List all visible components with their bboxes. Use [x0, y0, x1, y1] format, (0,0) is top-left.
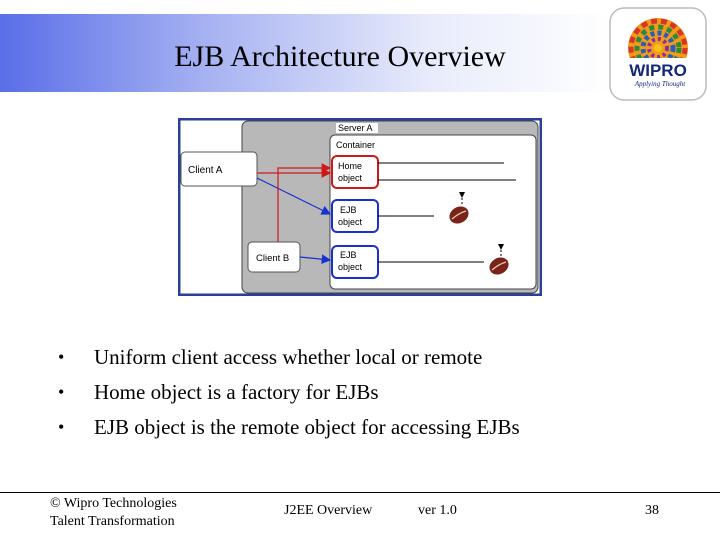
home-object-line2: object	[338, 173, 363, 183]
bullet-item: • EJB object is the remote object for acc…	[58, 410, 520, 445]
bullet-text: EJB object is the remote object for acce…	[94, 415, 520, 439]
bullet-text: Uniform client access whether local or r…	[94, 345, 483, 369]
bullet-dot-icon: •	[58, 417, 65, 437]
ejb-object-2-line2: object	[338, 262, 363, 272]
client-b-label: Client B	[256, 253, 289, 264]
client-a-label: Client A	[188, 165, 223, 176]
footer-copyright: © Wipro Technologies	[50, 496, 177, 511]
server-label: Server A	[338, 123, 373, 133]
bullet-text: Home object is a factory for EJBs	[94, 380, 379, 404]
ejb-object-2-line1: EJB	[340, 250, 357, 260]
footer-tagline: Talent Transformation	[50, 514, 175, 529]
client-a-box	[180, 151, 258, 187]
architecture-diagram: Server A Container Client A Client B Hom…	[177, 117, 543, 297]
bullet-item: • Uniform client access whether local or …	[58, 340, 520, 375]
title-band	[0, 14, 612, 92]
client-a-ejb-arrow	[256, 177, 332, 215]
home-object-line1: Home	[338, 161, 362, 171]
logo-tagline: Applying Thought	[634, 80, 686, 88]
footer-course: J2EE Overview	[284, 503, 373, 518]
container-label: Container	[336, 140, 375, 150]
bean-icon	[489, 244, 509, 275]
bullet-dot-icon: •	[58, 382, 65, 402]
client-b-home-arrow	[277, 163, 332, 242]
home-object-box	[331, 155, 379, 189]
page-number: 38	[645, 503, 659, 518]
bullet-list: • Uniform client access whether local or …	[58, 340, 520, 445]
ejb-object-1-line1: EJB	[340, 205, 357, 215]
ejb-object-1-line2: object	[338, 217, 363, 227]
bean-icon	[449, 192, 469, 224]
wipro-logo: WIPRO Applying Thought	[608, 6, 708, 102]
bullet-dot-icon: •	[58, 347, 65, 367]
logo-name: WIPRO	[629, 61, 687, 80]
footer-divider	[0, 492, 720, 493]
slide-title: EJB Architecture Overview	[174, 40, 506, 73]
client-b-ejb-arrow	[299, 254, 332, 264]
footer-version: ver 1.0	[418, 503, 457, 518]
bullet-item: • Home object is a factory for EJBs	[58, 375, 520, 410]
